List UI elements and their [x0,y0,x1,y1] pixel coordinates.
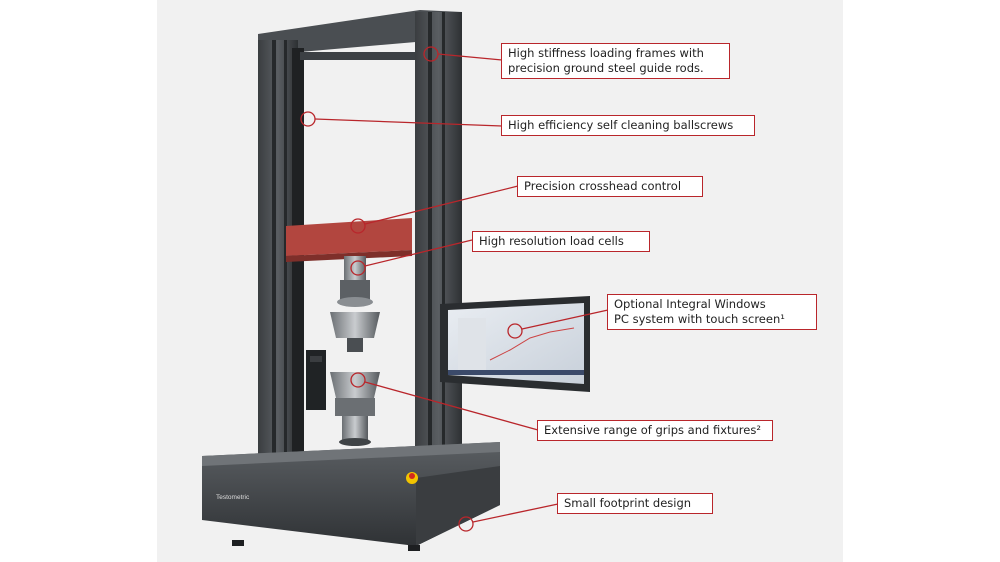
lower-grip [330,372,380,398]
callout-loadcells: High resolution load cells [472,231,650,252]
callout-text: Precision crosshead control [524,179,682,193]
marker-grips [350,372,366,388]
callout-text: High efficiency self cleaning ballscrews [508,118,734,132]
marker-crosshead [350,218,366,234]
callout-footprint: Small footprint design [557,493,713,514]
brand-logo: Testometric [216,494,250,501]
callout-crosshead: Precision crosshead control [517,176,703,197]
callout-text: Optional Integral Windows [614,297,766,311]
callout-text: Extensive range of grips and fixtures² [544,423,761,437]
callout-text: PC system with touch screen¹ [614,312,785,326]
side-controller [306,350,326,410]
marker-ballscrews [300,111,316,127]
callout-text: precision ground steel guide rods. [508,61,704,75]
frame-top-beam [258,10,462,52]
callout-text: High resolution load cells [479,234,624,248]
callout-windows: Optional Integral Windows PC system with… [607,294,817,330]
callout-text: High stiffness loading frames with [508,46,704,60]
marker-frames [423,46,439,62]
right-column [415,12,462,467]
crosshead [286,218,412,256]
callout-frames: High stiffness loading frames with preci… [501,43,730,79]
callout-text: Small footprint design [564,496,692,510]
upper-grip [330,312,380,338]
marker-loadcells [350,260,366,276]
marker-footprint [458,516,474,532]
marker-windows [507,323,523,339]
callout-ballscrews: High efficiency self cleaning ballscrews [501,115,755,136]
callout-grips: Extensive range of grips and fixtures² [537,420,773,441]
